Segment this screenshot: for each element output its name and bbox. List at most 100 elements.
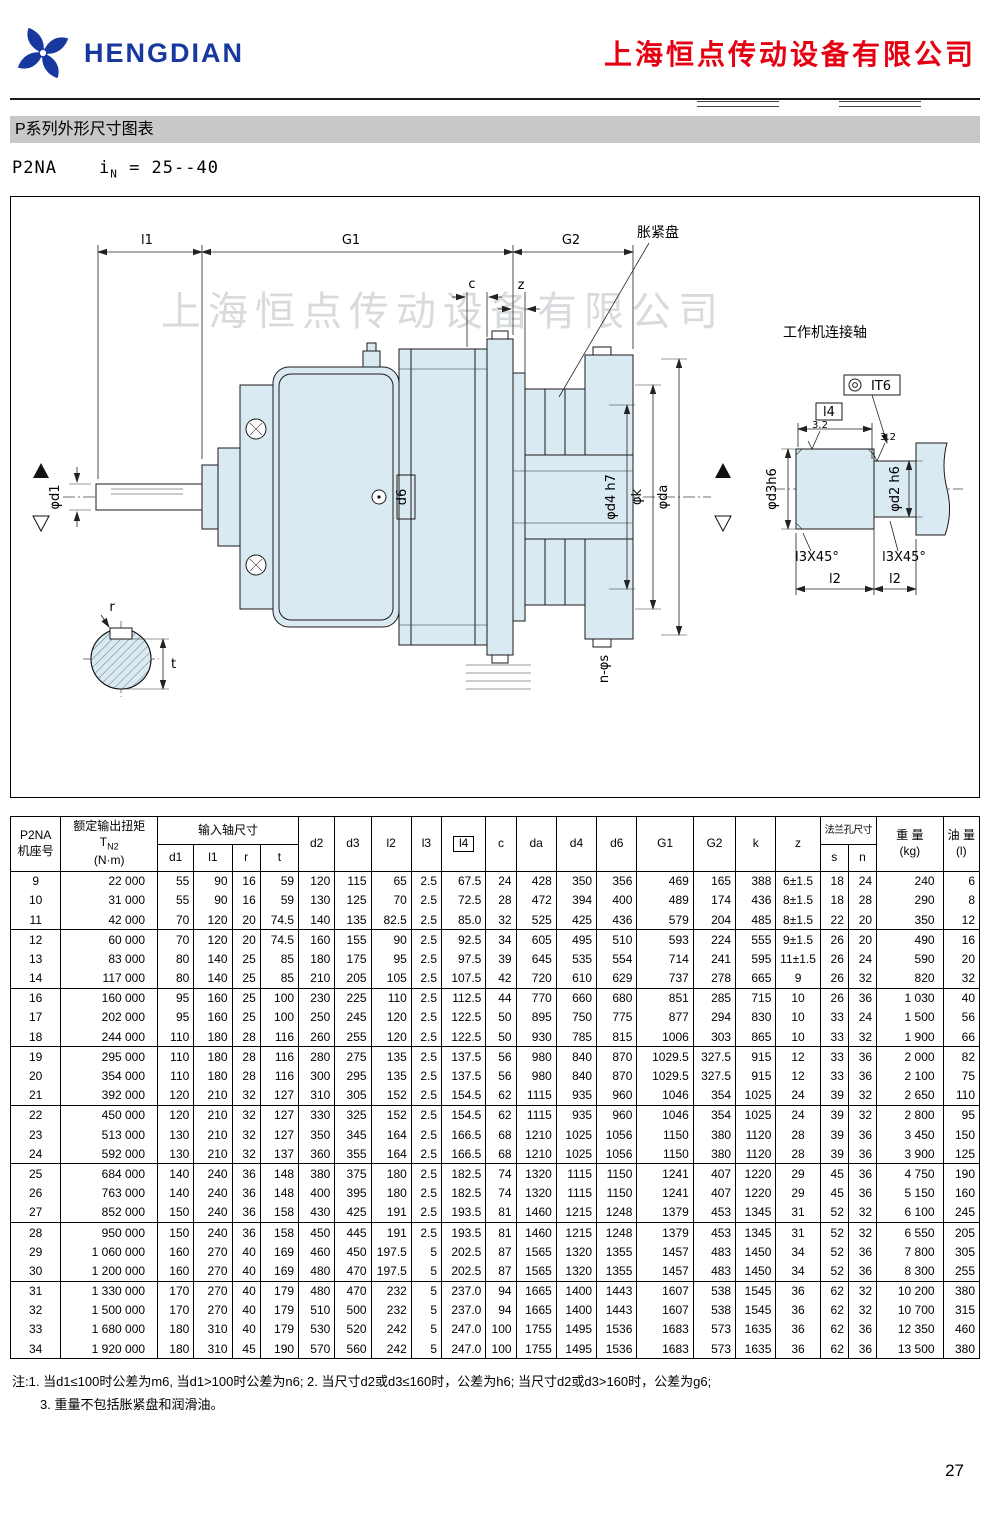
- table-cell: 170: [157, 1300, 195, 1320]
- table-cell: 92.5: [441, 929, 487, 950]
- drawing-box: 上海恒点传动设备有限公司: [10, 196, 980, 799]
- table-cell: 490: [876, 929, 944, 950]
- table-cell: 75: [942, 1066, 981, 1086]
- table-cell: 1635: [735, 1319, 777, 1340]
- table-cell: 1320: [515, 1183, 557, 1203]
- table-cell: 26: [819, 987, 849, 1008]
- table-cell: 56: [485, 1046, 517, 1067]
- table-cell: 5: [410, 1280, 443, 1301]
- table-cell: 260: [298, 1027, 336, 1047]
- table-cell: 1400: [555, 1280, 598, 1301]
- table-cell: 24: [847, 870, 878, 891]
- table-cell: 82: [942, 1046, 981, 1067]
- table-cell: 150: [942, 1125, 981, 1145]
- table-cell: 513 000: [60, 1125, 159, 1145]
- table-cell: 354: [692, 1085, 737, 1106]
- table-cell: 330: [298, 1104, 336, 1126]
- table-cell: 28: [9, 1222, 62, 1243]
- table-cell: 327.5: [692, 1046, 737, 1067]
- table-cell: 137.5: [441, 1046, 487, 1067]
- table-cell: 2.5: [410, 929, 443, 950]
- table-cell: 81: [485, 1222, 517, 1243]
- watermark-text: 上海恒点传动设备有限公司: [161, 289, 725, 335]
- table-cell: 1536: [596, 1319, 638, 1340]
- table-cell: 44: [485, 987, 517, 1008]
- table-cell: 197.5: [370, 1261, 412, 1282]
- table-cell: 573: [692, 1339, 737, 1359]
- table-cell: 510: [596, 929, 638, 950]
- table-cell: 31: [775, 1202, 821, 1223]
- table-cell: 120: [157, 1104, 195, 1126]
- col-header-weight: 重 量 (kg): [876, 816, 944, 872]
- table-cell: 11: [9, 910, 62, 930]
- table-cell: 165: [692, 870, 737, 891]
- table-cell: 2.5: [410, 987, 443, 1008]
- table-cell: 90: [370, 929, 412, 950]
- col-header-d1: d1: [157, 843, 195, 872]
- table-cell: 190: [259, 1339, 300, 1359]
- table-cell: 55: [157, 890, 195, 911]
- table-cell: 82.5: [370, 910, 412, 930]
- table-cell: 16: [231, 890, 261, 911]
- table-cell: 2 000: [876, 1046, 944, 1067]
- table-cell: 42 000: [60, 910, 159, 930]
- table-cell: 52: [819, 1261, 849, 1282]
- table-cell: 1 500: [876, 1007, 944, 1028]
- table-cell: 483: [692, 1261, 737, 1282]
- table-cell: 1220: [735, 1183, 777, 1203]
- table-cell: 30: [9, 1261, 62, 1282]
- table-cell: 52: [819, 1242, 849, 1262]
- table-cell: 20: [231, 910, 261, 930]
- table-cell: 380: [692, 1125, 737, 1145]
- table-cell: 100: [259, 1007, 300, 1028]
- table-cell: 425: [334, 1202, 372, 1223]
- table-cell: 45: [819, 1183, 849, 1203]
- table-cell: 31: [775, 1222, 821, 1243]
- table-cell: 116: [259, 1027, 300, 1047]
- table-cell: 135: [370, 1046, 412, 1067]
- table-cell: 2.5: [410, 1163, 443, 1184]
- table-cell: 2.5: [410, 890, 443, 911]
- table-cell: 2.5: [410, 1144, 443, 1164]
- table-cell: 295: [334, 1066, 372, 1086]
- table-cell: 179: [259, 1280, 300, 1301]
- dim-l3x45-left-label: l3X45°: [795, 550, 839, 565]
- table-cell: 115: [334, 870, 372, 891]
- table-cell: 160: [942, 1183, 981, 1203]
- table-cell: 90: [193, 890, 233, 911]
- table-cell: 629: [596, 968, 638, 989]
- table-cell: 74.5: [259, 929, 300, 950]
- table-cell: 645: [515, 949, 557, 969]
- table-cell: 16: [9, 987, 62, 1008]
- table-cell: 1056: [596, 1144, 638, 1164]
- table-cell: 122.5: [441, 1007, 487, 1028]
- table-cell: 20: [231, 929, 261, 950]
- table-cell: 32: [847, 1085, 878, 1106]
- table-cell: 1 920 000: [60, 1339, 159, 1359]
- dim-d2-label: φd2 h6: [888, 467, 903, 513]
- table-cell: 1345: [735, 1222, 777, 1243]
- table-cell: 9: [775, 968, 821, 989]
- table-cell: 25: [231, 968, 261, 989]
- dim-l3x45-right-label: l3X45°: [882, 550, 926, 565]
- table-cell: 865: [735, 1027, 777, 1047]
- col-header-input-shaft: 输入轴尺寸: [157, 816, 300, 845]
- table-cell: 483: [692, 1242, 737, 1262]
- gearbox-section-drawing: [95, 330, 634, 690]
- dim-da-label: φda: [656, 485, 671, 510]
- table-cell: 17: [9, 1007, 62, 1028]
- work-shaft-drawing: 工作机连接轴 IT6 l4 3.2: [765, 324, 963, 596]
- decorative-rule-left: [697, 101, 779, 107]
- table-cell: 50: [485, 1007, 517, 1028]
- table-cell: 2.5: [410, 1085, 443, 1106]
- table-cell: 240: [193, 1222, 233, 1243]
- table-cell: 1607: [636, 1300, 694, 1320]
- table-cell: 485: [735, 910, 777, 930]
